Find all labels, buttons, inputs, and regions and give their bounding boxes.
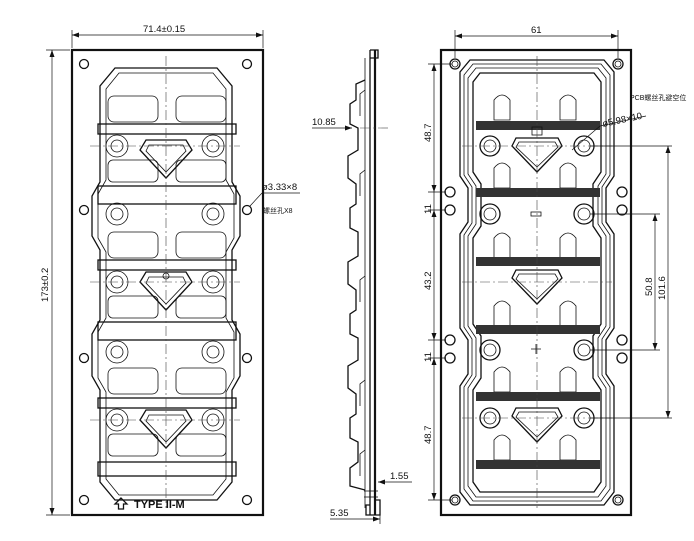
front-height-dimension	[46, 49, 70, 516]
side-base-label: 5.35	[330, 508, 349, 519]
back-seg-bottom-label: 48.7	[423, 426, 434, 445]
back-module-3	[476, 339, 600, 469]
back-pitch-label: 50.8	[644, 278, 655, 297]
front-width-dimension	[71, 30, 264, 48]
front-view	[70, 48, 265, 517]
front-outer-frame	[70, 48, 265, 517]
side-lens-profile	[347, 79, 366, 491]
back-seg-top-label: 48.7	[423, 124, 434, 143]
back-seg-gap1-label: 11	[423, 204, 434, 214]
back-screw-holes	[444, 58, 628, 506]
side-height-dimension	[312, 125, 352, 131]
side-height-label: 10.85	[312, 117, 336, 128]
side-base-dimension	[330, 515, 381, 524]
side-step-label: 1.55	[390, 471, 409, 482]
back-seg-gap2-label: 11	[423, 352, 434, 362]
front-module-2	[97, 202, 237, 341]
side-view	[347, 49, 390, 516]
front-lens-outline	[91, 67, 241, 501]
hole-callout-label: ø3.33×8	[262, 182, 297, 193]
back-right-dimensions	[590, 145, 672, 419]
front-width-label: 71.4±0.15	[143, 24, 185, 35]
back-width-dimension	[454, 30, 619, 58]
type-label: TYPE II-M	[134, 499, 185, 511]
front-height-label: 173±0.2	[40, 268, 51, 302]
hole-callout-leader	[249, 192, 300, 207]
back-outer-frame	[439, 48, 633, 517]
pcb-callout-leader	[571, 115, 647, 151]
hole-note-label: 螺丝孔X8	[263, 206, 293, 215]
back-module-2	[476, 203, 600, 334]
back-seg-mid-label: 43.2	[423, 272, 434, 291]
up-arrow-icon	[113, 497, 129, 510]
back-view	[439, 48, 633, 517]
back-total-label: 101.6	[657, 276, 668, 300]
front-module-1	[97, 95, 237, 205]
front-module-3	[97, 340, 237, 477]
pcb-hole-callout-label: ø5.98×10	[601, 111, 643, 130]
side-step-dimension	[378, 479, 412, 485]
back-left-dimensions	[428, 63, 452, 501]
back-width-label: 61	[531, 25, 542, 36]
front-screw-holes	[78, 58, 253, 506]
pcb-note-label: PCB螺丝孔避空位	[630, 93, 686, 102]
back-gasket-outline	[459, 59, 615, 506]
